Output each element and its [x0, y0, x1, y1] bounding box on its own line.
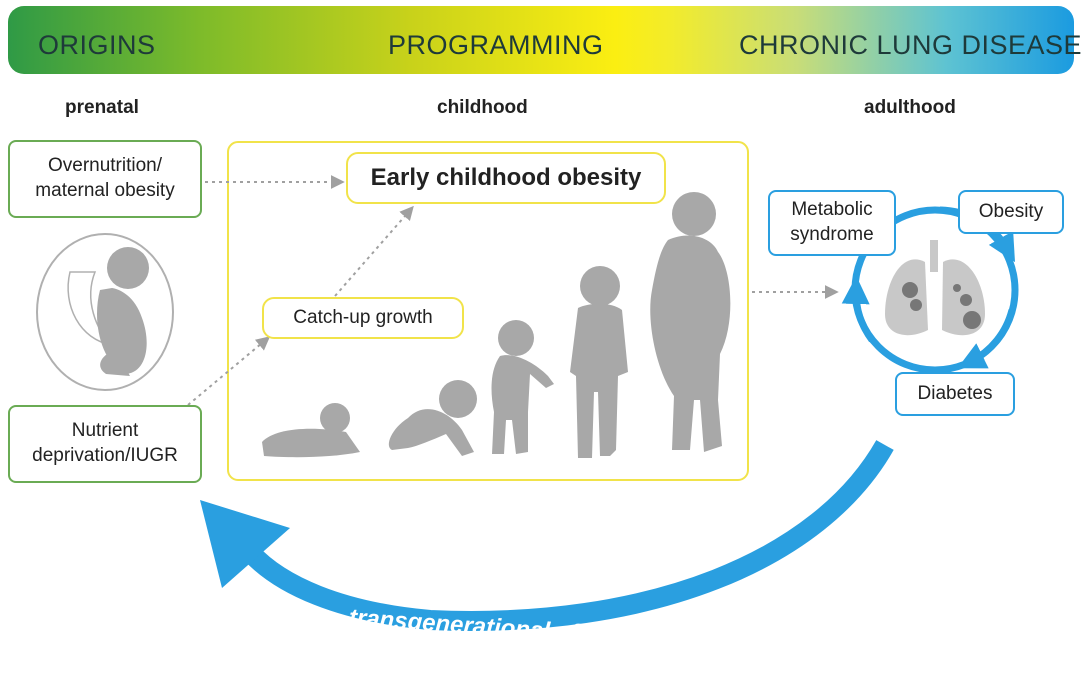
child-growth-silhouettes: [262, 192, 731, 458]
stage-prenatal: prenatal: [65, 97, 139, 118]
silhouette-child: [570, 266, 628, 458]
catch-up-growth-box: Catch-up growth: [262, 297, 464, 339]
banner-origins: ORIGINS: [38, 30, 156, 60]
nutrient-deprivation-box: Nutrient deprivation/IUGR: [8, 405, 202, 483]
fetus-illustration: [36, 233, 174, 391]
silhouette-adult-obese: [650, 192, 731, 452]
arrow-nutrient-to-catchup: [187, 336, 271, 406]
metabolic-syndrome-box: Metabolic syndrome: [768, 190, 896, 256]
obesity-box: Obesity: [958, 190, 1064, 234]
childhood-frame: [227, 141, 749, 481]
stage-banner: ORIGINS PROGRAMMING CHRONIC LUNG DISEASE: [8, 6, 1082, 74]
silhouette-infant-lying: [262, 403, 360, 458]
stage-childhood: childhood: [437, 97, 528, 118]
banner-programming: PROGRAMMING: [388, 30, 604, 60]
diabetes-box: Diabetes: [895, 372, 1015, 416]
arrow-catchup-to-obesity: [334, 205, 414, 297]
lungs-icon: [885, 240, 985, 336]
banner-chronic-lung-disease: CHRONIC LUNG DISEASE: [739, 30, 1083, 60]
stage-adulthood: adulthood: [864, 97, 956, 118]
silhouette-toddler: [491, 320, 554, 454]
transgenerational-arrow: [200, 440, 894, 631]
overnutrition-box: Overnutrition/ maternal obesity: [8, 140, 202, 218]
early-childhood-obesity-box: Early childhood obesity: [346, 152, 666, 204]
silhouette-crawling-baby: [388, 380, 477, 456]
